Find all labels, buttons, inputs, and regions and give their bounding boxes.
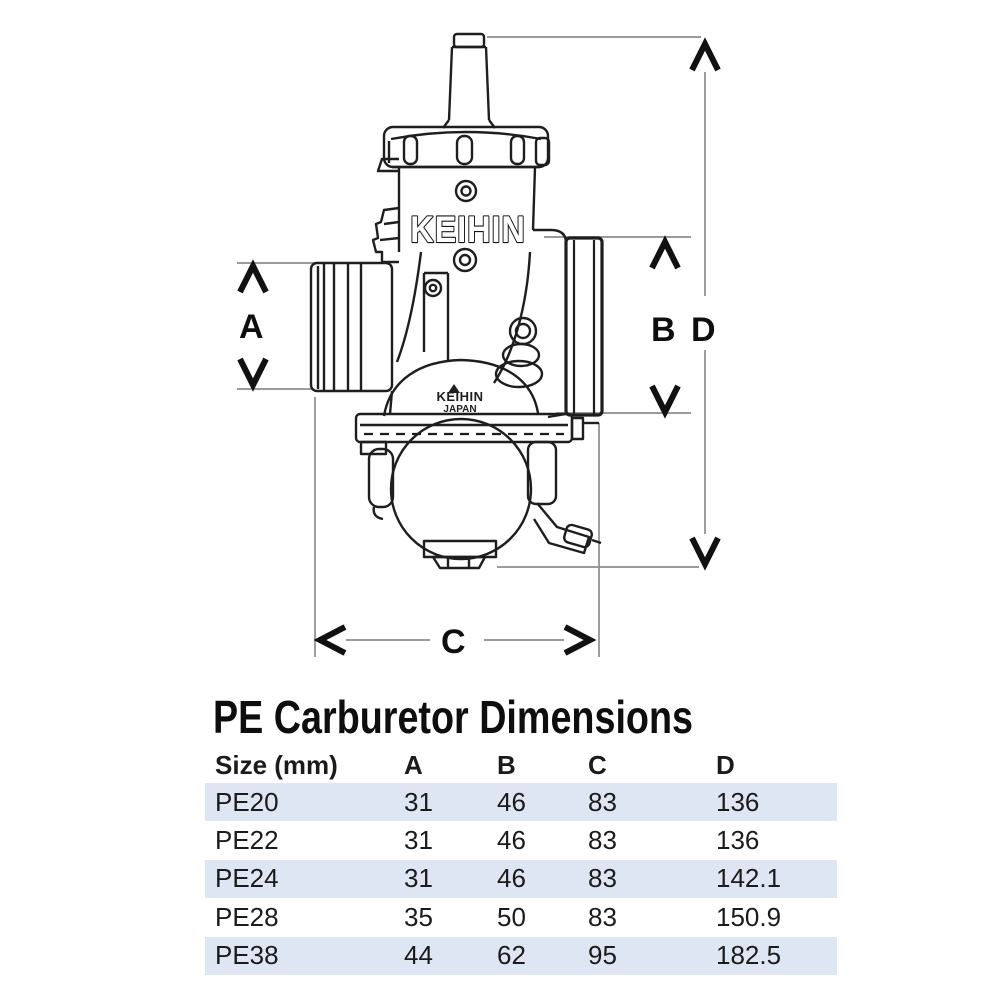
cell-size: PE38 [215, 940, 279, 971]
intake-spigot [309, 261, 394, 393]
bracket-screw [423, 278, 443, 298]
cell-c: 95 [588, 940, 617, 971]
mounting-flange [354, 412, 599, 456]
cell-b: 50 [497, 901, 526, 932]
overflow-tube-right [526, 440, 558, 506]
bowl-brand-text: KEIHIN [436, 389, 483, 404]
dimension-extension-lines [237, 36, 706, 657]
table-header-row: Size (mm) A B C D [205, 748, 837, 783]
table-row: PE28 35 50 83 150.9 [205, 898, 837, 936]
cable-bracket-tab [376, 157, 399, 173]
dim-b-arrow-down [649, 384, 681, 419]
col-header-a: A [404, 750, 423, 780]
col-header-b: B [497, 750, 516, 780]
keihin-embossed-logo: KEIHIN [409, 208, 526, 251]
cell-b: 46 [497, 786, 526, 817]
carburetor-drawing: KEIHIN [309, 32, 604, 570]
top-cap-knurled [382, 125, 551, 169]
fuel-inlet-arm [532, 502, 591, 555]
cell-b: 62 [497, 940, 526, 971]
dim-b-arrow-up [649, 235, 681, 270]
float-bowl [367, 417, 602, 561]
body-screw-top [454, 179, 478, 203]
carburetor-dimension-diagram: A B D C [237, 32, 721, 661]
cell-size: PE22 [215, 825, 279, 856]
cell-c: 83 [588, 901, 617, 932]
cell-b: 46 [497, 863, 526, 894]
dim-c-arrow-right [563, 624, 597, 656]
cell-c: 83 [588, 786, 617, 817]
dimension-arrowheads [237, 37, 721, 656]
table-row: PE38 44 62 95 182.5 [205, 936, 837, 975]
dim-c-arrow-left [313, 624, 347, 656]
table-row: PE24 31 46 83 142.1 [205, 859, 837, 899]
cell-d: 182.5 [716, 940, 782, 971]
col-header-size: Size (mm) [215, 750, 338, 780]
dim-label-d: D [691, 311, 716, 349]
cell-b: 46 [497, 825, 526, 856]
dim-a-arrow-down [237, 357, 269, 392]
carburetor-diagram-svg: A B D C [237, 32, 721, 661]
cell-a: 44 [404, 940, 433, 971]
cell-d: 142.1 [716, 863, 782, 894]
table-row: PE20 31 46 83 136 [205, 783, 837, 822]
dim-label-b: B [651, 311, 676, 349]
cable-adjuster-tube [442, 32, 496, 129]
dimensions-table: Size (mm) A B C D PE20 31 46 83 136 PE22… [205, 748, 837, 975]
dim-label-c: C [441, 623, 466, 661]
dim-a-arrow-up [237, 259, 269, 294]
mid-body [388, 228, 568, 415]
keihin-logo-text: KEIHIN [410, 209, 526, 250]
page-title: PE Carburetor Dimensions [213, 691, 693, 743]
cell-a: 31 [404, 825, 433, 856]
cell-a: 31 [404, 786, 433, 817]
tickler-plunger [494, 316, 544, 389]
cell-c: 83 [588, 825, 617, 856]
overflow-tube-left [367, 447, 395, 509]
cell-a: 35 [404, 901, 433, 932]
cell-a: 31 [404, 863, 433, 894]
fuel-inlet-nipple [563, 523, 593, 549]
float-chamber-dome: KEIHIN JAPAN [382, 358, 540, 417]
col-header-c: C [588, 750, 607, 780]
body-screw-mid [452, 247, 478, 273]
cell-d: 136 [716, 825, 760, 856]
cell-size: PE24 [215, 863, 279, 894]
dim-d-arrow-up [689, 37, 721, 72]
fuel-fitting-steps [371, 206, 400, 264]
keihin-wing-mark [448, 384, 460, 393]
drain-plug [422, 539, 498, 570]
upper-body [371, 157, 537, 273]
dim-label-a: A [239, 308, 264, 346]
cell-size: PE20 [215, 786, 279, 817]
cell-d: 136 [716, 786, 760, 817]
cell-c: 83 [588, 863, 617, 894]
col-header-d: D [716, 750, 735, 780]
cell-size: PE28 [215, 901, 279, 932]
dim-d-arrow-down [689, 536, 721, 571]
cell-d: 150.9 [716, 901, 782, 932]
table-row: PE22 31 46 83 136 [205, 821, 837, 859]
bowl-origin-text: JAPAN [443, 404, 476, 415]
air-intake-bell [547, 236, 604, 419]
